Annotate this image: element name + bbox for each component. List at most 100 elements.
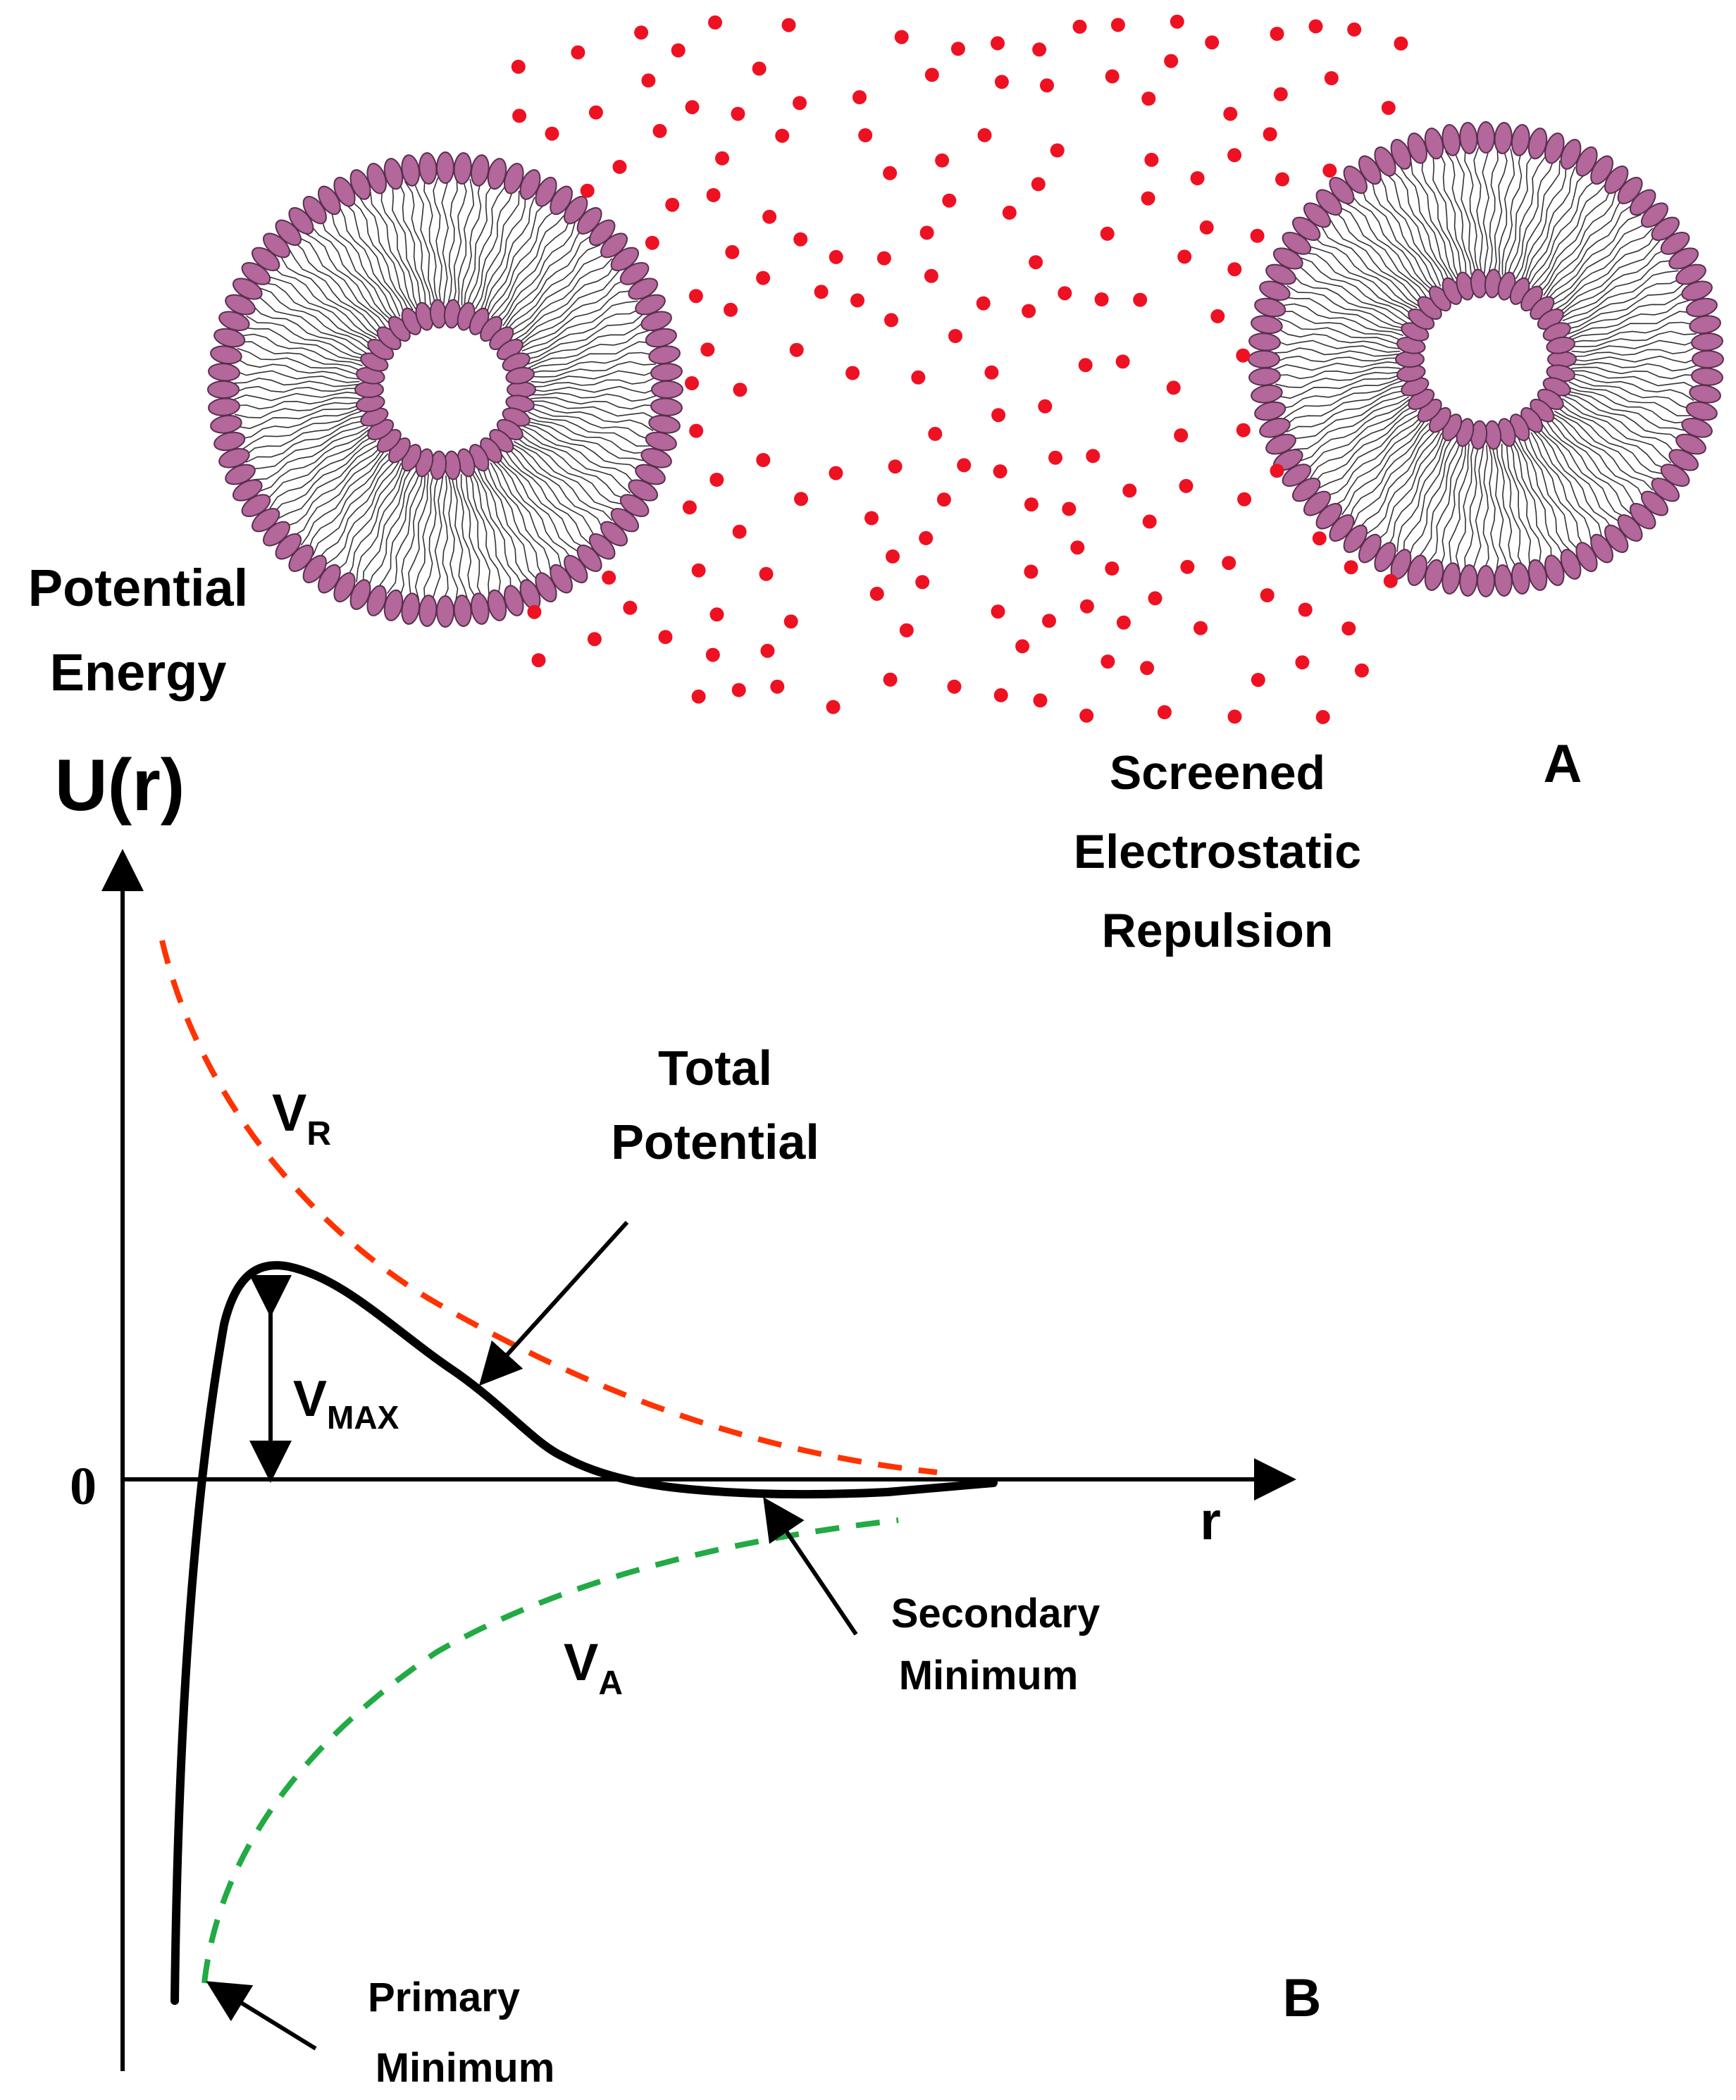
lipid-head <box>1494 122 1513 154</box>
lipid-tail <box>259 428 370 492</box>
lipid-tail <box>1279 376 1403 410</box>
lipid-tail <box>469 471 501 595</box>
ion-dot <box>700 342 715 357</box>
ion-label-line-2: Electrostatic <box>1074 825 1361 878</box>
total-potential-arrow <box>478 1220 629 1386</box>
lipid-tail <box>485 202 547 315</box>
lipid-tail <box>1520 163 1567 281</box>
lipid-tail <box>464 182 495 306</box>
lipid-tail <box>272 266 377 339</box>
lipid-tail <box>1552 413 1654 491</box>
lipid-tail <box>1464 148 1480 274</box>
lipid-tail <box>1274 340 1401 353</box>
ion-dot <box>957 458 972 473</box>
lipid-tail <box>1348 423 1430 521</box>
lipid-tail <box>1523 436 1579 551</box>
lipid-tail <box>1365 431 1440 535</box>
lipid-head <box>210 345 242 365</box>
ion-dot <box>1194 621 1208 635</box>
lipid-tail <box>531 392 658 402</box>
lipid-tail <box>1530 432 1592 544</box>
ion-dot <box>1148 591 1162 606</box>
ion-dot <box>1308 19 1323 34</box>
ion-dot <box>1273 87 1288 101</box>
ion-dot <box>826 700 841 714</box>
lipid-tail <box>1563 395 1676 454</box>
ion-dot <box>1070 540 1085 555</box>
lipid-head <box>1692 350 1724 368</box>
ion-dot <box>845 366 860 380</box>
ion-dot <box>1344 560 1358 575</box>
lipid-tail <box>1493 147 1508 274</box>
ion-dot <box>984 365 999 380</box>
vmax-label-sub: MAX <box>327 1399 399 1436</box>
ion-dot <box>911 370 926 385</box>
lipid-tail <box>527 320 647 365</box>
ion-dot <box>1024 564 1038 579</box>
lipid-tail <box>441 177 450 304</box>
ion-dot <box>1031 177 1046 192</box>
ion-dot <box>759 566 774 581</box>
lipid-tail <box>1550 415 1645 501</box>
ion-dot <box>947 679 962 694</box>
ion-dot <box>1190 171 1205 185</box>
ion-dot <box>1100 654 1115 669</box>
ion-dot <box>1227 709 1242 724</box>
y-axis-title-line-1: Potential <box>28 559 248 617</box>
ion-dot <box>1260 588 1275 602</box>
lipid-tail <box>499 221 576 323</box>
lipid-tail <box>516 437 624 505</box>
total-potential-line-1: Total <box>658 1040 772 1095</box>
lipid-tail <box>292 448 383 538</box>
ion-dot <box>1048 450 1062 465</box>
lipid-tail <box>235 357 360 380</box>
lipid-tail <box>238 341 362 372</box>
lipid-tail <box>1568 290 1687 335</box>
lipid-tail <box>1570 376 1692 411</box>
lipid-tail <box>512 258 613 336</box>
lipid-tail <box>356 466 408 583</box>
ion-dot <box>1022 304 1036 318</box>
lipid-head <box>453 152 472 185</box>
lipid-tail <box>1273 355 1401 364</box>
lipid-tail <box>530 400 656 419</box>
ion-dot <box>919 530 934 545</box>
ion-dot <box>1015 639 1030 654</box>
vmax-label: VMAX <box>293 1371 399 1436</box>
ion-dot <box>814 285 829 299</box>
lipid-tail <box>475 190 520 310</box>
ion-dot <box>1381 101 1396 116</box>
lipid-head <box>1459 122 1478 154</box>
lipid-tail <box>236 404 361 430</box>
lipid-tail <box>466 185 506 307</box>
lipid-tail <box>1283 297 1405 332</box>
ion-dot <box>1115 354 1130 369</box>
lipid-tail <box>300 450 385 546</box>
ion-dot <box>602 570 616 585</box>
ion-dot <box>1078 358 1093 373</box>
ion-dot <box>1275 172 1289 187</box>
lipid-head <box>648 414 681 434</box>
lipid-tail <box>408 473 429 599</box>
lipid-head <box>354 381 384 398</box>
ion-dot <box>1205 35 1220 50</box>
lipid-tail <box>246 315 366 359</box>
ion-dot <box>1038 399 1053 414</box>
lipid-tail <box>501 454 587 549</box>
ion-dot <box>1042 614 1056 628</box>
lipid-tail <box>1562 398 1672 464</box>
lipid-tail <box>1444 151 1472 275</box>
lipid-head <box>208 397 240 416</box>
lipid-head <box>648 345 681 365</box>
lipid-tail <box>442 475 449 602</box>
lipid-tail <box>1543 197 1623 297</box>
lipid-tail <box>398 182 426 306</box>
lipid-tail <box>1570 321 1696 344</box>
zero-tick-label: 0 <box>70 1457 97 1516</box>
lipid-tail <box>264 432 371 502</box>
lipid-tail <box>253 426 368 480</box>
lipid-tail <box>241 410 363 450</box>
panel-b: Potential Energy U(r) 0 r VMAX VR VA Tot… <box>28 559 1322 2091</box>
lipid-tail <box>1559 248 1668 317</box>
